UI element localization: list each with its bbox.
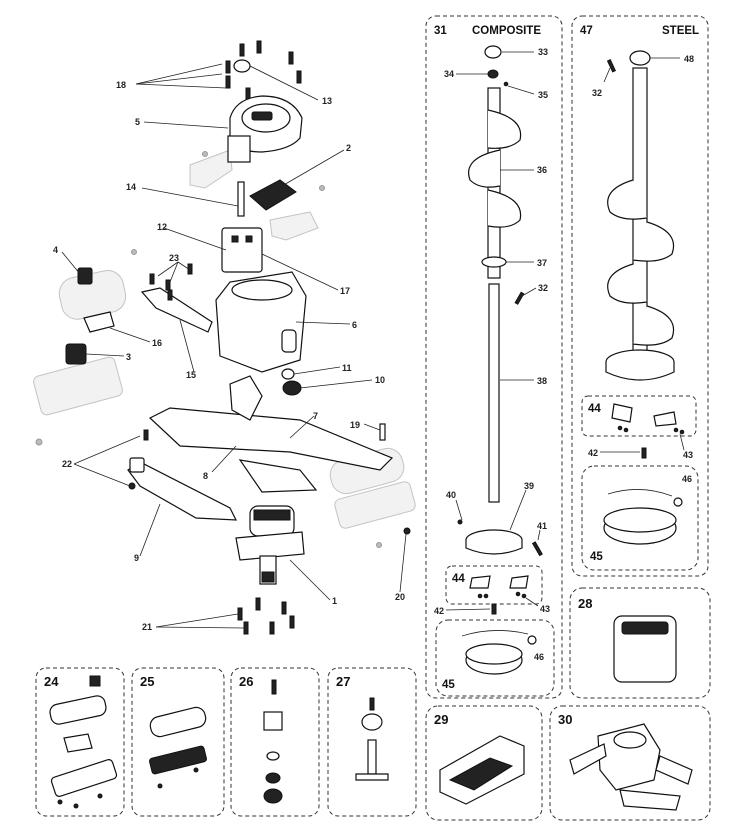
composite-label-41: 41	[537, 521, 547, 531]
steel-panel: 47 STEEL 48 32 44 43 42 45	[571, 15, 709, 577]
steel-label-46: 46	[682, 474, 692, 484]
kit-27-panel: 27	[327, 667, 417, 817]
steel-guard-number: 45	[590, 551, 603, 563]
callout-22: 22	[62, 459, 72, 469]
kit-26-number: 26	[239, 674, 253, 689]
callout-7: 7	[313, 411, 318, 421]
callout-8: 8	[203, 471, 208, 481]
ghost-parts	[33, 149, 416, 548]
contact-block	[237, 179, 297, 217]
composite-blade-kit-number: 44	[452, 573, 465, 585]
callout-3: 3	[126, 352, 131, 362]
gear-nut	[281, 368, 302, 396]
callout-18: 18	[116, 80, 126, 90]
kit-30-number: 30	[558, 712, 572, 727]
composite-guard-number: 45	[442, 679, 455, 691]
kit-25-number: 25	[140, 674, 154, 689]
composite-label-36: 36	[537, 165, 547, 175]
callout-2: 2	[346, 143, 351, 153]
composite-label-32: 32	[538, 283, 548, 293]
bracket	[221, 227, 263, 273]
composite-title: COMPOSITE	[472, 25, 541, 37]
handle-parts	[65, 267, 213, 365]
composite-leaders	[455, 51, 541, 541]
callout-11: 11	[342, 363, 352, 373]
callout-6: 6	[352, 320, 357, 330]
kit-27-number: 27	[336, 674, 350, 689]
callout-23: 23	[169, 253, 179, 263]
composite-label-46: 46	[534, 652, 544, 662]
callout-4: 4	[53, 245, 58, 255]
composite-label-38: 38	[537, 376, 547, 386]
frame	[148, 375, 394, 493]
callout-16: 16	[152, 338, 162, 348]
leader-lines	[61, 63, 407, 629]
kit-28-number: 28	[578, 596, 592, 611]
top-screws	[225, 40, 302, 101]
kit-30-panel: 30	[549, 705, 711, 821]
composite-label-37: 37	[537, 258, 547, 268]
steel-label-32: 32	[592, 88, 602, 98]
callout-5: 5	[135, 117, 140, 127]
composite-panel: 31 COMPOSITE 44 43 42	[425, 15, 563, 699]
motor-housing	[215, 271, 307, 373]
composite-number: 31	[434, 25, 447, 37]
kit-24-panel: 24	[35, 667, 125, 817]
bottom-screws	[237, 597, 295, 635]
lower-handle	[127, 457, 237, 521]
kit-29-panel: 29	[425, 705, 543, 821]
kit-28-panel: 28	[569, 587, 711, 699]
motor	[235, 505, 305, 585]
steel-label-43: 43	[683, 450, 693, 460]
callout-12: 12	[157, 222, 167, 232]
composite-label-43: 43	[540, 604, 550, 614]
steel-title: STEEL	[662, 25, 699, 37]
main-exploded-view: 18 13 5 2 14 12 4 23 17 6 16 3 11 15 10 …	[33, 40, 416, 635]
callout-17: 17	[340, 286, 350, 296]
composite-labels: 33 34 35 36 37 32 38 39 40 41	[444, 47, 548, 531]
kit-24-number: 24	[44, 674, 59, 689]
callout-1: 1	[332, 596, 337, 606]
composite-label-34: 34	[444, 69, 454, 79]
kit-26-panel: 26	[230, 667, 320, 817]
top-cover	[227, 95, 303, 163]
callout-10: 10	[375, 375, 385, 385]
callout-21: 21	[142, 622, 152, 632]
callout-15: 15	[186, 370, 196, 380]
callout-9: 9	[134, 553, 139, 563]
composite-label-35: 35	[538, 90, 548, 100]
steel-label-48: 48	[684, 54, 694, 64]
kit-25-panel: 25	[131, 667, 225, 817]
small-parts	[128, 263, 411, 535]
callout-19: 19	[350, 420, 360, 430]
composite-label-39: 39	[524, 481, 534, 491]
steel-label-42: 42	[588, 448, 598, 458]
steel-number: 47	[580, 25, 593, 37]
callout-20: 20	[395, 592, 405, 602]
composite-label-42: 42	[434, 606, 444, 616]
callout-14: 14	[126, 182, 136, 192]
steel-blade-kit-number: 44	[588, 403, 601, 415]
composite-label-40: 40	[446, 490, 456, 500]
kit-29-number: 29	[434, 712, 448, 727]
composite-label-33: 33	[538, 47, 548, 57]
callout-numbers: 18 13 5 2 14 12 4 23 17 6 16 3 11 15 10 …	[53, 80, 405, 632]
callout-13: 13	[322, 96, 332, 106]
